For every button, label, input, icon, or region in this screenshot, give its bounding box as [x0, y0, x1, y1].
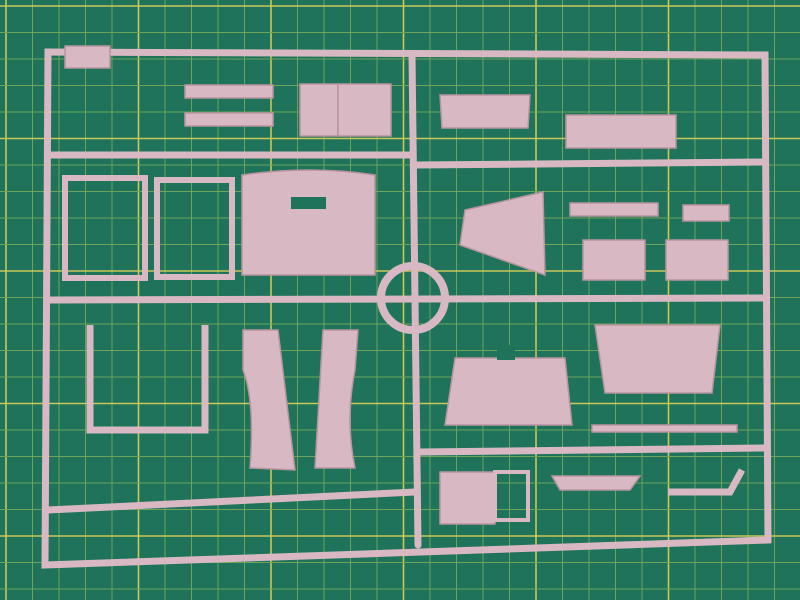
- bar-part: [184, 84, 274, 99]
- strip-part: [682, 204, 730, 222]
- fender-left: [242, 329, 296, 471]
- pipe-part: [668, 468, 746, 496]
- step-part: [550, 475, 642, 491]
- tray-part: [439, 94, 531, 129]
- plastic-parts: [62, 45, 746, 525]
- cab-window: [291, 197, 326, 209]
- frame-part: [62, 175, 148, 281]
- sprue-frame: [41, 48, 772, 569]
- fender-right: [314, 329, 359, 469]
- runner-vertical-center: [408, 51, 422, 549]
- hood-panel: [444, 357, 573, 426]
- runner-horizontal-right: [411, 158, 769, 169]
- runner-horizontal-bottom: [44, 488, 419, 514]
- seat-frame: [86, 325, 209, 434]
- panel-part: [337, 83, 392, 137]
- tag-plate: [64, 45, 111, 69]
- long-rod: [591, 424, 738, 433]
- hood-notch: [497, 345, 515, 360]
- runner-horizontal-lower: [416, 444, 769, 456]
- door-frame: [493, 470, 530, 522]
- tapered-panel: [594, 324, 721, 394]
- strip-part: [569, 202, 659, 217]
- cab-panel: [241, 169, 376, 276]
- center-ring: [377, 262, 449, 334]
- outer-runner: [41, 48, 772, 569]
- curved-panel: [459, 191, 546, 277]
- box-part: [565, 114, 677, 149]
- small-panel: [665, 239, 729, 281]
- frame-part: [154, 177, 235, 280]
- door-panel: [439, 471, 496, 525]
- runner-horizontal-mid: [44, 294, 769, 304]
- frame-part: [299, 83, 339, 137]
- bar-part: [184, 112, 274, 127]
- small-panel: [582, 239, 646, 281]
